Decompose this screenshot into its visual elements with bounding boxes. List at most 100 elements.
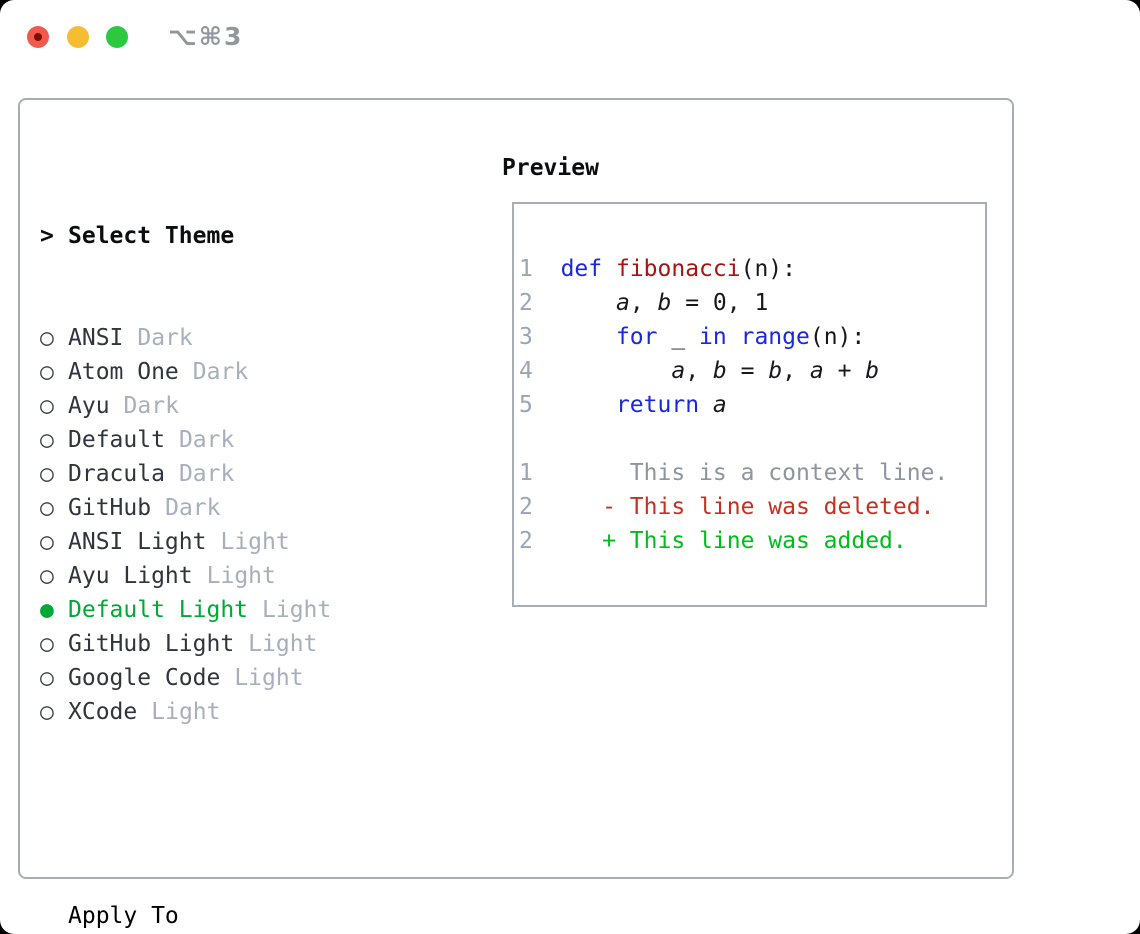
code-token: [533, 290, 616, 316]
line-number: 2: [519, 494, 533, 520]
apply-to-title: Apply To: [40, 899, 428, 933]
theme-variant-tag: Light: [234, 665, 304, 691]
code-token: +: [823, 358, 866, 384]
theme-option-ansi[interactable]: ○ ANSI Dark: [40, 321, 428, 355]
radio-icon: ○: [40, 359, 54, 385]
code-token: b: [768, 358, 783, 384]
radio-icon: ○: [40, 631, 54, 657]
apply-to-title-text: Apply To: [68, 903, 179, 929]
theme-variant-tag: Dark: [123, 393, 179, 419]
code-token: [533, 528, 602, 554]
radio-icon: ○: [40, 563, 54, 589]
preview-line-7: 1 This is a context line.: [514, 456, 985, 490]
code-token: [699, 392, 713, 418]
theme-option-ayu[interactable]: ○ Ayu Dark: [40, 389, 428, 423]
line-number: 2: [519, 528, 533, 554]
radio-icon: ○: [40, 393, 54, 419]
line-number: 4: [519, 358, 533, 384]
theme-name: Ayu: [68, 393, 110, 419]
theme-option-ayu-light[interactable]: ○ Ayu Light Light: [40, 559, 428, 593]
code-token: ,: [782, 358, 810, 384]
theme-name: GitHub: [68, 495, 152, 521]
preview-line-5: 5 return a: [514, 388, 985, 422]
theme-variant-tag: Dark: [165, 495, 221, 521]
code-token: (n):: [740, 256, 796, 282]
code-token: = 0, 1: [671, 290, 769, 316]
theme-variant-tag: Dark: [178, 427, 235, 453]
theme-option-google-code[interactable]: ○ Google Code Light: [40, 661, 428, 695]
preview-line-9: 2 + This line was added.: [514, 524, 985, 558]
line-number: 1: [519, 256, 533, 282]
radio-selected-icon: ●: [40, 597, 54, 623]
code-token: return: [615, 392, 700, 418]
minimize-button[interactable]: [67, 26, 89, 48]
code-token: [727, 324, 741, 350]
preview-line-8: 2 - This line was deleted.: [514, 490, 985, 524]
radio-icon: ○: [40, 529, 54, 555]
theme-variant-tag: Light: [248, 631, 318, 657]
line-number: 5: [519, 392, 533, 418]
theme-name: ANSI: [68, 325, 124, 351]
focus-caret-icon: >: [40, 223, 54, 249]
code-token: [533, 460, 630, 486]
radio-icon: ○: [40, 665, 54, 691]
code-token: [533, 358, 671, 384]
theme-name: XCode: [68, 699, 138, 725]
window-shortcut-label: ⌥⌘3: [168, 22, 244, 51]
zoom-button[interactable]: [106, 26, 128, 48]
code-token: in: [699, 324, 727, 350]
code-token: def: [560, 256, 603, 282]
theme-option-ansi-light[interactable]: ○ ANSI Light Light: [40, 525, 428, 559]
theme-panel-title-text: Select Theme: [68, 223, 235, 249]
close-button[interactable]: [27, 26, 49, 48]
radio-icon: ○: [40, 325, 54, 351]
theme-name: Atom One: [68, 359, 179, 385]
theme-variant-tag: Light: [151, 699, 221, 725]
theme-name: Google Code: [68, 665, 221, 691]
theme-name: GitHub Light: [68, 631, 235, 657]
theme-name: Dracula: [68, 461, 165, 487]
code-token: - This line was deleted.: [602, 494, 935, 520]
theme-variant-tag: Dark: [192, 359, 249, 385]
code-token: a: [671, 358, 686, 384]
theme-option-atom-one[interactable]: ○ Atom One Dark: [40, 355, 428, 389]
line-number: 3: [519, 324, 533, 350]
theme-variant-tag: Dark: [137, 325, 193, 351]
preview-line-3: 3 for _ in range(n):: [514, 320, 985, 354]
code-token: [533, 494, 602, 520]
theme-variant-tag: Light: [220, 529, 290, 555]
radio-icon: ○: [40, 461, 54, 487]
preview-line-4: 4 a, b = b, a + b: [514, 354, 985, 388]
code-token: ,: [629, 290, 658, 316]
code-token: =: [726, 358, 769, 384]
code-token: _: [657, 324, 700, 350]
line-number: 1: [519, 460, 533, 486]
code-token: + This line was added.: [602, 528, 907, 554]
theme-option-github-light[interactable]: ○ GitHub Light Light: [40, 627, 428, 661]
theme-variant-tag: Light: [262, 597, 332, 623]
theme-variant-tag: Light: [206, 563, 276, 589]
preview-title: Preview: [502, 155, 599, 181]
code-token: [533, 324, 616, 350]
code-token: b: [657, 290, 672, 316]
theme-name: Ayu Light: [68, 563, 193, 589]
radio-icon: ○: [40, 495, 54, 521]
code-token: (n):: [809, 324, 866, 350]
code-token: [533, 256, 561, 282]
spacer: [40, 797, 428, 831]
code-token: [533, 392, 616, 418]
code-token: a: [712, 392, 727, 418]
code-token: b: [865, 358, 880, 384]
preview-line-6: [514, 422, 985, 456]
theme-name: ANSI Light: [68, 529, 207, 555]
theme-option-github[interactable]: ○ GitHub Dark: [40, 491, 428, 525]
code-token: b: [712, 358, 727, 384]
